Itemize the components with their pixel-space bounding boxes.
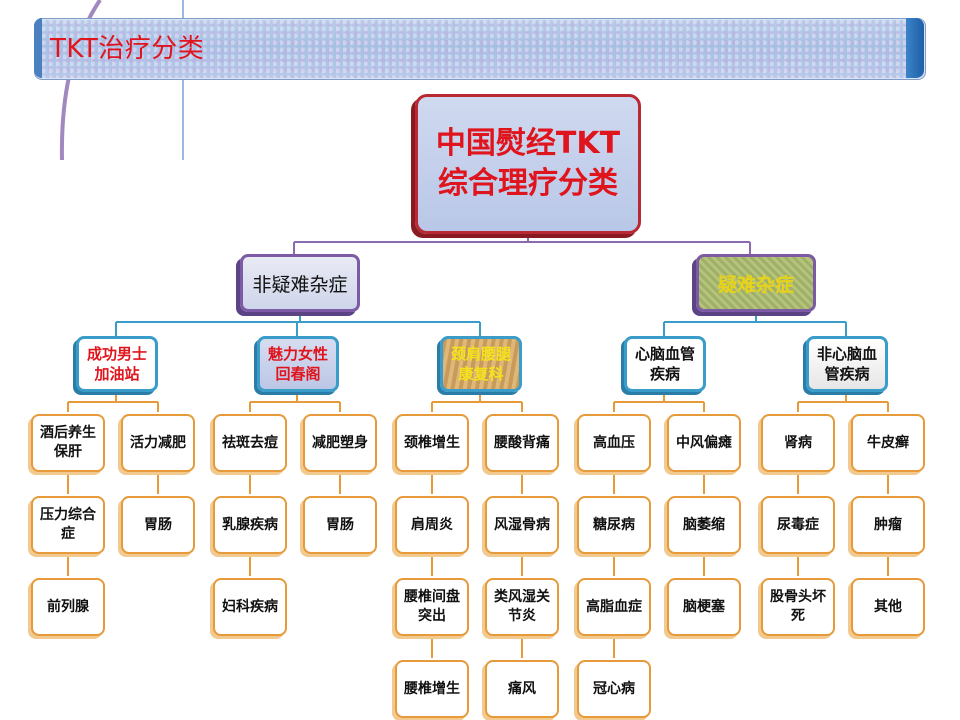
group-cardio-cerebral: 心脑血管 疾病: [624, 336, 706, 392]
leaf-body-shaping: 减肥塑身: [303, 414, 377, 472]
group-label: 心脑血管 疾病: [634, 345, 695, 383]
leaf-label: 减肥塑身: [312, 434, 368, 451]
leaf-stress-syndrome: 压力综合 症: [31, 496, 105, 554]
branch-label: 非疑难杂症: [252, 273, 348, 296]
root-node: 中国熨经TKT 综合理疗分类: [415, 94, 641, 234]
leaf-label: 胃肠: [144, 516, 172, 533]
leaf-gynecology: 妇科疾病: [213, 578, 287, 636]
page-title: TKT治疗分类: [50, 34, 205, 64]
title-banner: [34, 18, 926, 80]
leaf-other: 其他: [851, 578, 925, 636]
leaf-weight-loss: 活力减肥: [121, 414, 195, 472]
leaf-label: 腰椎间盘 突出: [404, 589, 460, 624]
group-rehab-dept: 颈肩腰腿 康复科: [440, 336, 522, 392]
group-men-station: 成功男士 加油站: [76, 336, 158, 392]
leaf-gastro: 胃肠: [121, 496, 195, 554]
leaf-prostate: 前列腺: [31, 578, 105, 636]
group-label: 非心脑血 管疾病: [816, 345, 877, 383]
leaf-rheumatoid-arthritis: 类风湿关 节炎: [485, 578, 559, 636]
leaf-label: 糖尿病: [593, 516, 635, 533]
leaf-label: 高脂血症: [586, 598, 642, 615]
leaf-label: 肾病: [784, 434, 812, 451]
root-node-label: 中国熨经TKT 综合理疗分类: [435, 126, 621, 201]
leaf-breast-disease: 乳腺疾病: [213, 496, 287, 554]
leaf-brain-atrophy: 脑萎缩: [667, 496, 741, 554]
group-women-pavilion: 魅力女性 回春阁: [257, 336, 339, 392]
group-label: 颈肩腰腿 康复科: [450, 345, 511, 383]
leaf-hypertension: 高血压: [577, 414, 651, 472]
leaf-gastro: 胃肠: [303, 496, 377, 554]
leaf-label: 其他: [874, 598, 902, 615]
leaf-coronary: 冠心病: [577, 660, 651, 718]
leaf-diabetes: 糖尿病: [577, 496, 651, 554]
leaf-frozen-shoulder: 肩周炎: [395, 496, 469, 554]
leaf-label: 肩周炎: [411, 516, 453, 533]
leaf-label: 冠心病: [593, 680, 635, 697]
group-label: 魅力女性 回春阁: [267, 345, 328, 383]
leaf-lumbar-spondylosis: 腰椎增生: [395, 660, 469, 718]
leaf-label: 腰酸背痛: [494, 434, 550, 451]
leaf-label: 前列腺: [47, 598, 89, 615]
group-non-cardio-cerebral: 非心脑血 管疾病: [806, 336, 888, 392]
leaf-stroke-hemiplegia: 中风偏瘫: [667, 414, 741, 472]
leaf-hyperlipidemia: 高脂血症: [577, 578, 651, 636]
title-banner-cap: [34, 18, 42, 78]
leaf-psoriasis: 牛皮癣: [851, 414, 925, 472]
leaf-label: 腰椎增生: [404, 680, 460, 697]
leaf-label: 乳腺疾病: [222, 516, 278, 533]
branch-difficult: 疑难杂症: [696, 254, 816, 312]
leaf-label: 牛皮癣: [867, 434, 909, 451]
leaf-label: 颈椎增生: [404, 434, 460, 451]
leaf-rheumatic-bone: 风湿骨病: [485, 496, 559, 554]
leaf-label: 类风湿关 节炎: [494, 589, 550, 624]
leaf-label: 活力减肥: [130, 434, 186, 451]
leaf-femoral-necrosis: 股骨头坏 死: [761, 578, 835, 636]
branch-label: 疑难杂症: [717, 273, 794, 296]
leaf-label: 股骨头坏 死: [770, 589, 826, 624]
title-banner-endcap: [906, 18, 924, 78]
leaf-kidney-disease: 肾病: [761, 414, 835, 472]
leaf-hangover-liver: 酒后养生 保肝: [31, 414, 105, 472]
leaf-uremia: 尿毒症: [761, 496, 835, 554]
leaf-label: 压力综合 症: [40, 507, 96, 542]
leaf-back-pain: 腰酸背痛: [485, 414, 559, 472]
leaf-cerebral-infarction: 脑梗塞: [667, 578, 741, 636]
leaf-label: 酒后养生 保肝: [40, 425, 96, 460]
leaf-label: 肿瘤: [874, 516, 902, 533]
leaf-label: 高血压: [593, 434, 635, 451]
group-label: 成功男士 加油站: [86, 345, 147, 383]
leaf-label: 风湿骨病: [494, 516, 550, 533]
leaf-label: 胃肠: [326, 516, 354, 533]
leaf-disc-herniation: 腰椎间盘 突出: [395, 578, 469, 636]
leaf-label: 脑梗塞: [683, 598, 725, 615]
leaf-cervical-spondylosis: 颈椎增生: [395, 414, 469, 472]
leaf-gout: 痛风: [485, 660, 559, 718]
leaf-label: 痛风: [508, 680, 536, 697]
leaf-label: 尿毒症: [777, 516, 819, 533]
leaf-label: 脑萎缩: [683, 516, 725, 533]
leaf-spots-acne: 祛斑去痘: [213, 414, 287, 472]
leaf-label: 中风偏瘫: [676, 434, 732, 451]
leaf-label: 祛斑去痘: [222, 434, 278, 451]
branch-non-difficult: 非疑难杂症: [240, 254, 360, 312]
leaf-tumor: 肿瘤: [851, 496, 925, 554]
leaf-label: 妇科疾病: [222, 598, 278, 615]
